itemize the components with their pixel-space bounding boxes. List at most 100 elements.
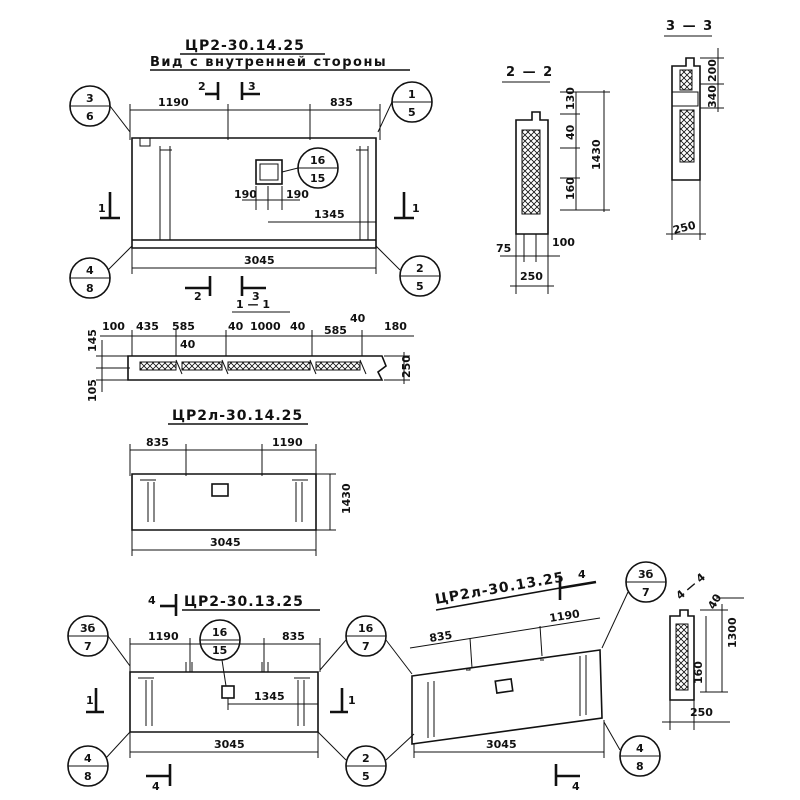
dim-d-total: 3045 — [486, 738, 517, 751]
dim-11-8: 180 — [384, 320, 407, 333]
callout-a-bl: 4 8 — [69, 245, 133, 299]
dim-22-mid: 40 — [564, 124, 577, 140]
panel-a: ЦР2-30.14.25 Вид с внутренней стороны 11… — [69, 38, 441, 303]
panel-a-title: ЦР2-30.14.25 — [185, 38, 305, 54]
section-4-4: 4 — 4 40 1300 160 250 — [662, 570, 744, 730]
mark-a-3-top: 3 — [248, 80, 256, 93]
section-2-2: 2 — 2 130 40 160 1430 75 100 250 — [496, 65, 610, 294]
panel-d-title: ЦР2л-30.13.25 — [434, 569, 566, 608]
dim-11-1: 435 — [136, 320, 159, 333]
callout-a-tl: 3 6 — [69, 85, 131, 133]
dim-44-width: 250 — [690, 706, 713, 719]
svg-text:4: 4 — [86, 264, 94, 277]
dim-22-width: 250 — [520, 270, 543, 283]
callout-a-tr: 1 5 — [377, 81, 433, 133]
callout-c-hole: 16 15 — [199, 619, 241, 687]
svg-text:16: 16 — [310, 154, 326, 167]
dim-a-hole-pos: 1345 — [314, 208, 345, 221]
svg-text:8: 8 — [636, 760, 644, 773]
mark-c-1-left: 1 — [86, 694, 94, 707]
dim-d-right: 1190 — [548, 607, 581, 625]
dim-c-left: 1190 — [148, 630, 179, 643]
dim-a-right: 835 — [330, 96, 353, 109]
mark-a-1-left: 1 — [98, 202, 106, 215]
dim-33-top: 200 — [706, 59, 719, 82]
dim-11-left-top: 145 — [86, 329, 99, 352]
section-3-3: 3 — 3 200 340 250 — [664, 19, 724, 240]
svg-text:8: 8 — [84, 770, 92, 783]
dim-11-left-bot: 105 — [86, 379, 99, 402]
svg-text:7: 7 — [642, 586, 650, 599]
dim-c-right: 835 — [282, 630, 305, 643]
mark-a-3-bot: 3 — [252, 290, 260, 303]
dim-22-low: 160 — [564, 177, 577, 200]
mark-a-2-top: 2 — [198, 80, 206, 93]
dim-44-height: 1300 — [726, 617, 739, 648]
section-1-1: 1 — 1 100 435 585 40 1000 40 585 40 180 … — [86, 298, 414, 402]
dim-a-total: 3045 — [244, 254, 275, 267]
svg-text:7: 7 — [84, 640, 92, 653]
svg-text:8: 8 — [86, 282, 94, 295]
panel-c-title: ЦР2-30.13.25 — [184, 594, 304, 610]
svg-text:15: 15 — [310, 172, 325, 185]
section-4-4-label: 4 — 4 — [674, 570, 709, 602]
dim-11-2: 585 — [172, 320, 195, 333]
svg-text:4: 4 — [84, 752, 92, 765]
dim-33-mid: 340 — [706, 85, 719, 108]
dim-22-top: 130 — [564, 87, 577, 110]
callout-a-br: 2 5 — [375, 245, 441, 297]
mark-c-4-bot: 4 — [152, 780, 160, 793]
dim-11-0: 100 — [102, 320, 125, 333]
dim-b-height: 1430 — [340, 483, 353, 514]
svg-text:5: 5 — [408, 106, 416, 119]
svg-text:15: 15 — [212, 644, 227, 657]
panel-b-title: ЦР2л-30.14.25 — [172, 408, 303, 424]
panel-d: ЦР2л-30.13.25 4 835 1190 3045 4 3б 7 — [409, 561, 667, 793]
dim-11-4: 1000 — [250, 320, 281, 333]
section-1-1-label: 1 — 1 — [236, 298, 270, 311]
mark-d-4-top: 4 — [578, 568, 586, 581]
dim-11-5: 40 — [290, 320, 306, 333]
dim-a-left: 1190 — [158, 96, 189, 109]
svg-text:3б: 3б — [638, 568, 654, 581]
dim-44-mid: 160 — [692, 661, 705, 684]
svg-text:5: 5 — [416, 280, 424, 293]
svg-text:6: 6 — [86, 110, 94, 123]
dim-22-right: 100 — [552, 236, 575, 249]
dim-d-left: 835 — [428, 629, 453, 645]
dim-22-height: 1430 — [590, 139, 603, 170]
callout-a-hole: 16 15 — [281, 147, 339, 189]
svg-text:2: 2 — [416, 262, 424, 275]
dim-c-total: 3045 — [214, 738, 245, 751]
section-3-3-label: 3 — 3 — [666, 19, 714, 34]
mark-a-2-bot: 2 — [194, 290, 202, 303]
dim-b-right: 1190 — [272, 436, 303, 449]
svg-text:3б: 3б — [80, 622, 96, 635]
panel-c: 4 ЦР2-30.13.25 1190 835 1345 3045 1 1 4 — [67, 594, 356, 793]
dim-11-height: 250 — [400, 355, 413, 378]
dim-a-hole-w2: 190 — [286, 188, 309, 201]
svg-text:5: 5 — [362, 770, 370, 783]
panel-a-subtitle: Вид с внутренней стороны — [150, 55, 387, 70]
dim-11-6: 585 — [324, 324, 347, 337]
dim-33-width: 250 — [672, 219, 698, 237]
callout-c-tl: 3б 7 — [67, 615, 131, 667]
svg-text:1: 1 — [408, 88, 416, 101]
svg-text:7: 7 — [362, 640, 370, 653]
callout-d-tr: 3б 7 — [601, 561, 667, 649]
callout-mid-top: 16 7 — [319, 615, 413, 675]
dim-11-3: 40 — [228, 320, 244, 333]
mark-a-1-right: 1 — [412, 202, 420, 215]
callout-d-br: 4 8 — [603, 721, 661, 777]
panel-b: ЦР2л-30.14.25 835 1190 1430 3045 — [129, 408, 353, 556]
callout-c-bl: 4 8 — [67, 731, 131, 787]
svg-text:2: 2 — [362, 752, 370, 765]
dim-b-left: 835 — [146, 436, 169, 449]
mark-c-1-right: 1 — [348, 694, 356, 707]
svg-text:4: 4 — [636, 742, 644, 755]
callout-mid-bot: 2 5 — [317, 731, 415, 787]
dim-22-left: 75 — [496, 242, 511, 255]
svg-text:3: 3 — [86, 92, 94, 105]
dim-a-hole-w1: 190 — [234, 188, 257, 201]
